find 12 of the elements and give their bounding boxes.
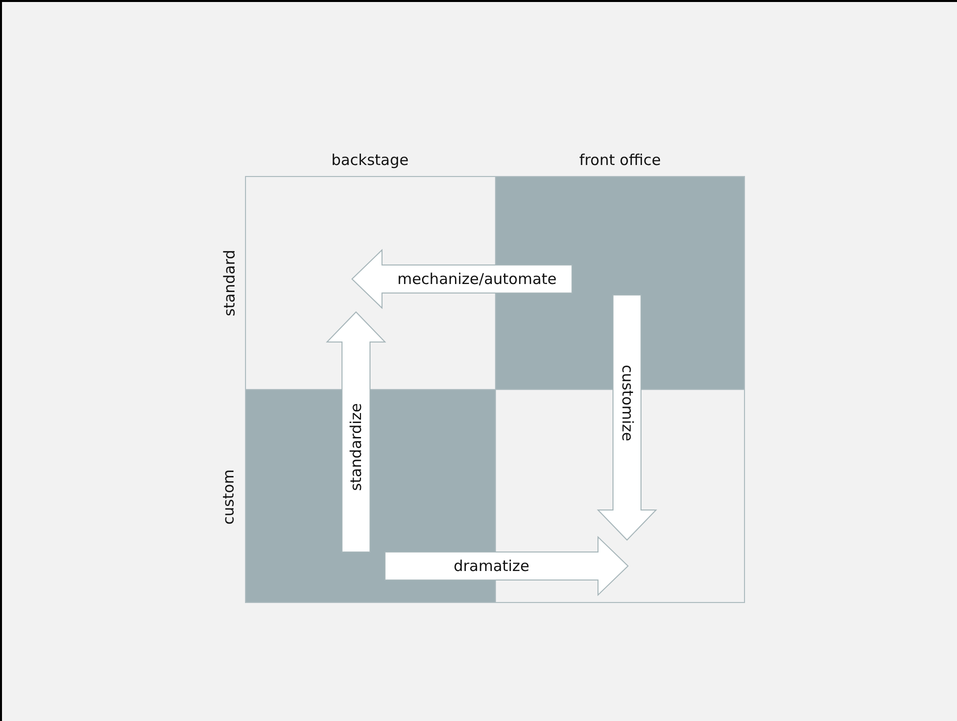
column-heading: front office xyxy=(579,151,661,169)
block-arrow xyxy=(384,536,629,596)
edge-label: standardize xyxy=(347,403,365,491)
row-heading: standard xyxy=(220,250,238,316)
edge-label: dramatize xyxy=(454,557,530,575)
block-arrow xyxy=(351,248,572,310)
block-arrow xyxy=(596,294,658,541)
edge-label: customize xyxy=(618,364,636,441)
row-heading: custom xyxy=(220,469,238,525)
column-heading: backstage xyxy=(331,151,409,169)
block-arrow xyxy=(326,311,386,552)
edge-label: mechanize/automate xyxy=(397,270,557,288)
